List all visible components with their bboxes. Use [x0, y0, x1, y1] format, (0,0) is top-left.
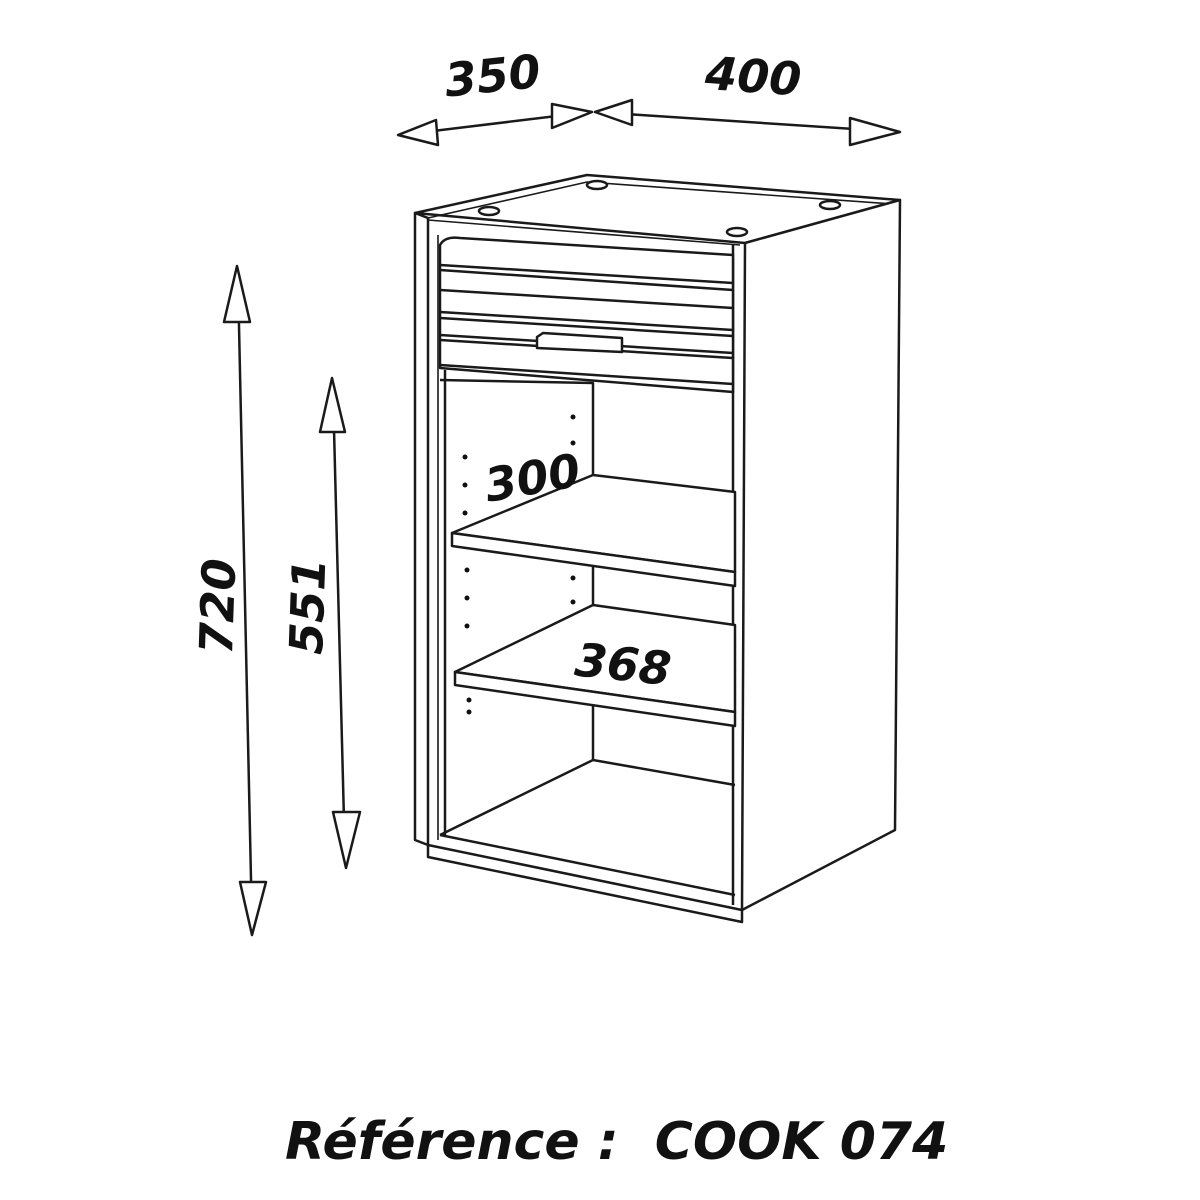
height-arrow [222, 264, 268, 937]
width-arrow [593, 98, 902, 147]
cabinet [413, 173, 902, 924]
reference-caption: Référence : COOK 074 [285, 1112, 948, 1172]
reference-label: Référence : [285, 1112, 619, 1172]
roller-shutter [438, 236, 735, 394]
depth-label: 350 [442, 44, 543, 108]
height-label: 720 [189, 558, 246, 656]
inner-height-label: 551 [279, 558, 336, 656]
shutter-handle [535, 331, 624, 354]
shelf-upper [450, 473, 737, 588]
shelf-lower [453, 603, 737, 728]
shelf-width-label: 368 [573, 632, 674, 696]
width-label: 400 [703, 46, 804, 107]
reference-code: COOK 074 [654, 1112, 949, 1172]
inner-height-arrow [318, 376, 362, 870]
depth-arrow [396, 102, 594, 147]
